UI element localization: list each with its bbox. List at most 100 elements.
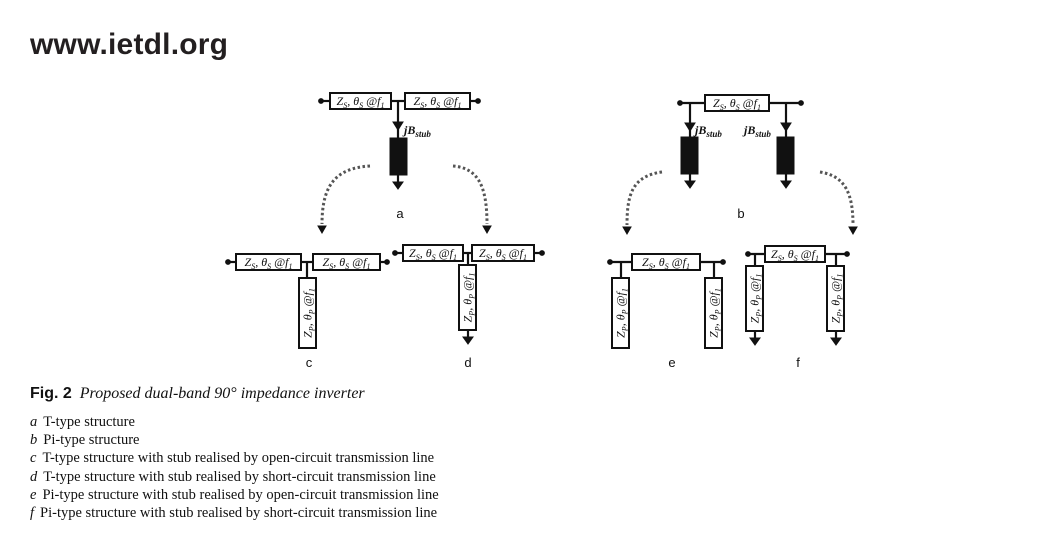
frequency-symbol: @f bbox=[506, 246, 525, 260]
electrical-length-subscript: S bbox=[502, 253, 506, 262]
impedance-subscript: P bbox=[308, 326, 317, 332]
impedance-subscript: S bbox=[649, 262, 653, 271]
terminal-dot bbox=[720, 259, 726, 265]
frequency-symbol: @f bbox=[669, 255, 688, 269]
impedance-symbol: Z bbox=[642, 255, 649, 269]
series-transmission-line bbox=[235, 253, 302, 271]
series-transmission-line bbox=[312, 253, 381, 271]
panel-label-c: c bbox=[306, 355, 313, 370]
frequency-symbol: @f bbox=[829, 276, 843, 295]
terminal-dot bbox=[225, 259, 231, 265]
impedance-subscript: S bbox=[486, 253, 490, 262]
impedance-symbol: Z bbox=[414, 94, 421, 108]
panel-label-e: e bbox=[668, 355, 675, 370]
impedance-subscript: P bbox=[468, 311, 477, 317]
arrow-head-icon bbox=[848, 226, 858, 236]
frequency-symbol: @f bbox=[349, 255, 368, 269]
terminal-dot bbox=[318, 98, 324, 104]
caption-item: e Pi-type structure with stub realised by… bbox=[30, 486, 439, 504]
frequency-subscript: 1 bbox=[288, 262, 292, 271]
electrical-length-symbol: , θ bbox=[333, 255, 345, 269]
series-line-label: ZS, θS @f1 bbox=[771, 247, 819, 263]
frequency-subscript: 1 bbox=[714, 288, 723, 292]
frequency-subscript: 1 bbox=[836, 274, 845, 278]
dotted-arrow bbox=[625, 170, 663, 226]
impedance-symbol: Z bbox=[829, 316, 843, 323]
caption-item-text: Pi-type structure with stub realised by … bbox=[42, 486, 439, 503]
terminal-dot bbox=[745, 251, 751, 257]
impedance-subscript: P bbox=[714, 326, 723, 332]
impedance-symbol: Z bbox=[337, 94, 344, 108]
caption-item-key: e bbox=[30, 486, 37, 503]
panel-label-a: a bbox=[396, 206, 404, 221]
electrical-length-symbol: , θ bbox=[490, 246, 502, 260]
stub-transmission-line bbox=[745, 265, 764, 332]
ground-icon bbox=[684, 180, 696, 189]
impedance-subscript: S bbox=[329, 262, 333, 271]
impedance-subscript: S bbox=[251, 262, 255, 271]
series-transmission-line bbox=[704, 94, 770, 112]
series-line-label: ZS, θS @f1 bbox=[713, 96, 761, 112]
impedance-symbol: Z bbox=[713, 96, 720, 110]
electrical-length-subscript: S bbox=[436, 101, 440, 110]
impedance-symbol: Z bbox=[409, 246, 416, 260]
electrical-length-symbol: , θ bbox=[782, 247, 794, 261]
caption-item-key: b bbox=[30, 432, 38, 449]
susceptance-subscript: stub bbox=[414, 129, 431, 139]
frequency-symbol: @f bbox=[271, 255, 290, 269]
caption-item-text: T-type structure with stub realised by o… bbox=[42, 450, 435, 467]
panel-label-d: d bbox=[464, 355, 471, 370]
caption-item: a T-type structure bbox=[30, 413, 439, 431]
stub-transmission-line bbox=[298, 277, 317, 349]
electrical-length-symbol: , θ bbox=[614, 314, 628, 326]
series-line-label: ZS, θS @f1 bbox=[323, 255, 371, 271]
ground-icon bbox=[830, 337, 842, 346]
stub-transmission-line bbox=[458, 264, 477, 331]
impedance-symbol: Z bbox=[707, 331, 721, 338]
caption-item-text: T-type structure with stub realised by s… bbox=[43, 468, 436, 485]
electrical-length-symbol: , θ bbox=[347, 94, 359, 108]
panel-label-b: b bbox=[737, 206, 744, 221]
electrical-length-subscript: S bbox=[665, 262, 669, 271]
electrical-length-symbol: , θ bbox=[424, 94, 436, 108]
ground-icon bbox=[749, 337, 761, 346]
frequency-subscript: 1 bbox=[366, 262, 370, 271]
impedance-symbol: Z bbox=[771, 247, 778, 261]
panel-label-f: f bbox=[796, 355, 800, 370]
electrical-length-subscript: P bbox=[308, 309, 317, 315]
ground-icon bbox=[780, 180, 792, 189]
frequency-symbol: @f bbox=[440, 94, 459, 108]
terminal-dot bbox=[677, 100, 683, 106]
stub-line-label: ZP, θP @f1 bbox=[829, 274, 845, 324]
current-arrow-icon bbox=[392, 121, 404, 131]
frequency-subscript: 1 bbox=[686, 262, 690, 271]
impedance-symbol: Z bbox=[301, 331, 315, 338]
electrical-length-subscript: P bbox=[714, 309, 723, 315]
series-transmission-line bbox=[471, 244, 535, 262]
terminal-dot bbox=[798, 100, 804, 106]
caption-item-key: a bbox=[30, 414, 38, 430]
impedance-symbol: Z bbox=[461, 315, 475, 322]
stub-transmission-line bbox=[826, 265, 845, 332]
frequency-subscript: 1 bbox=[815, 254, 819, 263]
susceptance-symbol: jB bbox=[693, 123, 706, 137]
electrical-length-subscript: S bbox=[432, 253, 436, 262]
susceptance-symbol: jB bbox=[742, 123, 755, 137]
series-line-label: ZS, θS @f1 bbox=[642, 255, 690, 271]
figure-label: Fig. 2 bbox=[30, 385, 72, 402]
frequency-subscript: 1 bbox=[380, 101, 384, 110]
electrical-length-subscript: P bbox=[836, 295, 845, 301]
terminal-dot bbox=[539, 250, 545, 256]
electrical-length-subscript: S bbox=[736, 103, 740, 112]
series-transmission-line bbox=[631, 253, 701, 271]
caption-item-text: T-type structure bbox=[43, 414, 135, 430]
stub-block bbox=[776, 136, 795, 175]
electrical-length-subscript: S bbox=[794, 254, 798, 263]
impedance-subscript: S bbox=[420, 101, 424, 110]
electrical-length-symbol: , θ bbox=[301, 314, 315, 326]
